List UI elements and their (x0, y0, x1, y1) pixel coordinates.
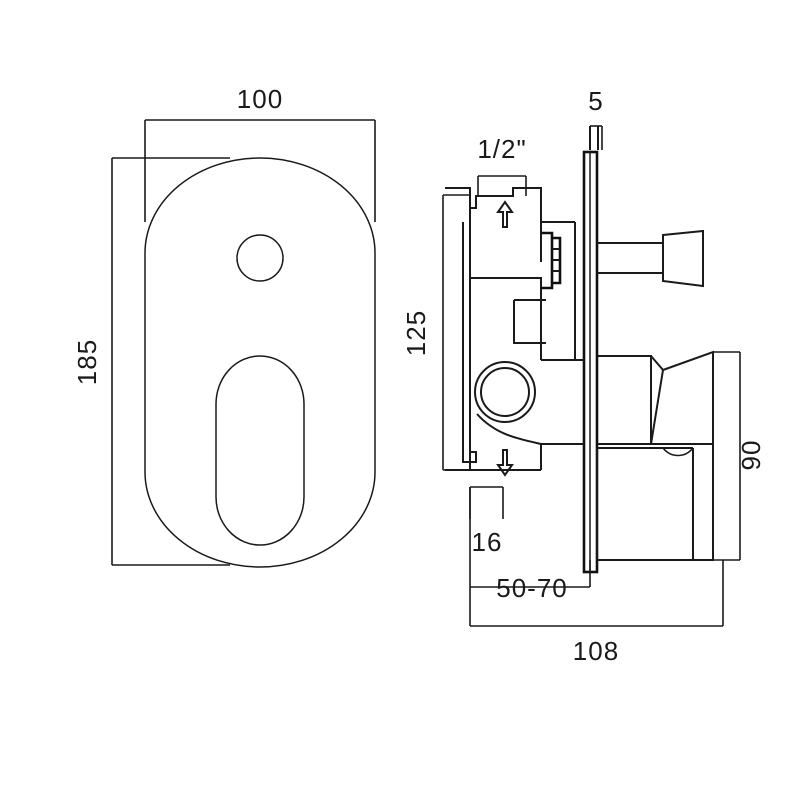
dimension-185-label: 185 (72, 339, 102, 385)
dimension-16-group: 16 (469, 486, 504, 557)
lever-handle-group (596, 350, 714, 561)
dimension-185-group: 185 (72, 157, 230, 566)
lever-handle-shoulder (650, 355, 664, 371)
dimension-90-group: 90 (713, 351, 766, 561)
diverter-button-circle (236, 234, 284, 282)
outlet-down-arrow-icon (496, 449, 514, 477)
dimension-16-label: 16 (472, 527, 503, 557)
bracket-flange (462, 222, 477, 463)
dimension-half-inch-group: 1/2" (477, 134, 527, 196)
dimension-108-label: 108 (573, 636, 619, 666)
lever-handle-taper (650, 369, 664, 445)
diverter-knob-group (597, 229, 704, 288)
lever-handle-notch (662, 447, 694, 457)
dimension-5-label: 5 (588, 86, 603, 116)
lower-chamfer (476, 413, 542, 445)
collar-ring-outer (541, 231, 554, 290)
dimension-125-group: 125 (401, 194, 470, 471)
outlet-circle-outer (474, 361, 536, 423)
dimension-50-70-label: 50-70 (496, 573, 568, 603)
dimension-100-label: 100 (237, 84, 283, 114)
lever-handle-base (597, 355, 652, 445)
front-view-group: 100 185 (72, 84, 376, 568)
wall-plate-group (582, 150, 599, 574)
outlet-circle-inner (480, 367, 530, 417)
inlet-up-arrow-icon (496, 200, 514, 228)
diverter-collar-group (541, 231, 562, 290)
dimension-100-group: 100 (144, 84, 376, 222)
lever-handle-lower-arm (692, 444, 714, 561)
valve-body-upper-outline (469, 187, 575, 223)
dimension-125-label: 125 (401, 310, 431, 356)
faceplate-outline (144, 157, 376, 568)
dimension-90-label: 90 (736, 440, 766, 471)
lever-slot-outline (215, 355, 305, 546)
dimension-half-inch-label: 1/2" (477, 134, 526, 164)
valve-body-mid-shelf (470, 277, 542, 290)
side-section-view-group: 1/2" 5 125 16 50-70 (401, 86, 766, 666)
mounting-bracket-outline (445, 187, 471, 471)
dimension-50-70-group: 50-70 (469, 487, 591, 603)
valve-body-lower-outline (469, 370, 541, 471)
dimension-108-group: 108 (469, 560, 724, 666)
diverter-knob-body (662, 229, 704, 288)
cartridge-port-detail (513, 300, 546, 344)
